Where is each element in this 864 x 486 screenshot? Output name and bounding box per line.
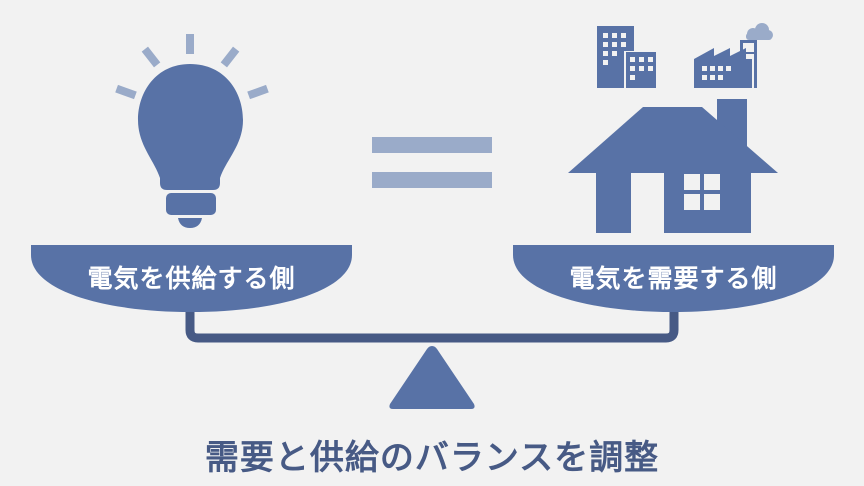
balance-caption: 需要と供給のバランスを調整 [204,438,660,478]
house-icon [568,99,778,233]
equals-sign-icon [372,137,492,188]
office-building-icon [597,26,656,88]
balance-beam [185,300,679,343]
light-rays-icon [115,34,269,100]
supply-side-label: 電気を供給する側 [87,264,296,293]
right-scale-pan [513,245,834,312]
light-bulb-icon [138,64,243,228]
demand-side-label: 電気を需要する側 [569,264,778,293]
left-scale-pan [31,245,352,312]
triangle-fulcrum-icon [389,346,475,409]
factory-icon [694,23,773,88]
